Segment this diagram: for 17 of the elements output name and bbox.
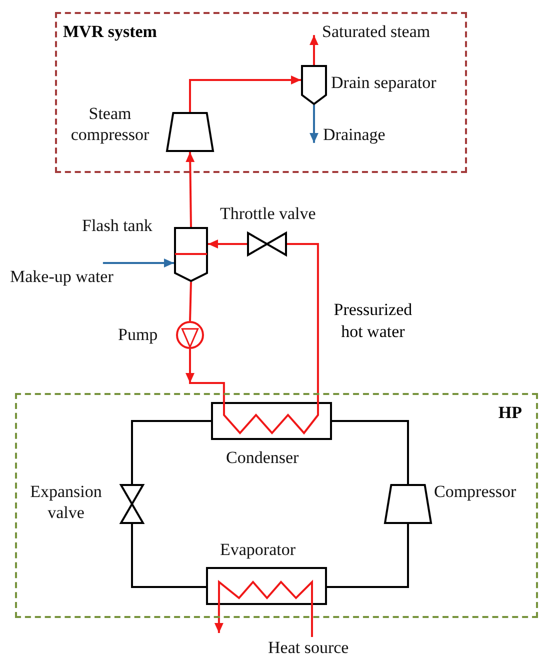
system-boundary bbox=[15, 393, 538, 618]
stream-label: Saturated steam bbox=[322, 21, 458, 42]
component-label: Expansion valve bbox=[29, 481, 103, 523]
component-label: Flash tank bbox=[82, 215, 154, 236]
component-label: Compressor bbox=[434, 481, 518, 502]
stream-label: Heat source bbox=[268, 637, 374, 658]
component-label: Pump bbox=[118, 324, 159, 345]
system-boundary bbox=[55, 12, 467, 173]
component-label: Evaporator bbox=[220, 539, 297, 560]
group-title: MVR system bbox=[63, 22, 157, 42]
component-label: Steam compressor bbox=[70, 103, 150, 145]
component-label: Drain separator bbox=[331, 72, 438, 93]
stream-label: Drainage bbox=[323, 124, 403, 145]
component-label: Condenser bbox=[226, 447, 300, 468]
component-label: Throttle valve bbox=[220, 203, 317, 224]
stream-label: Make-up water bbox=[10, 266, 140, 287]
group-title: HP bbox=[498, 403, 522, 423]
